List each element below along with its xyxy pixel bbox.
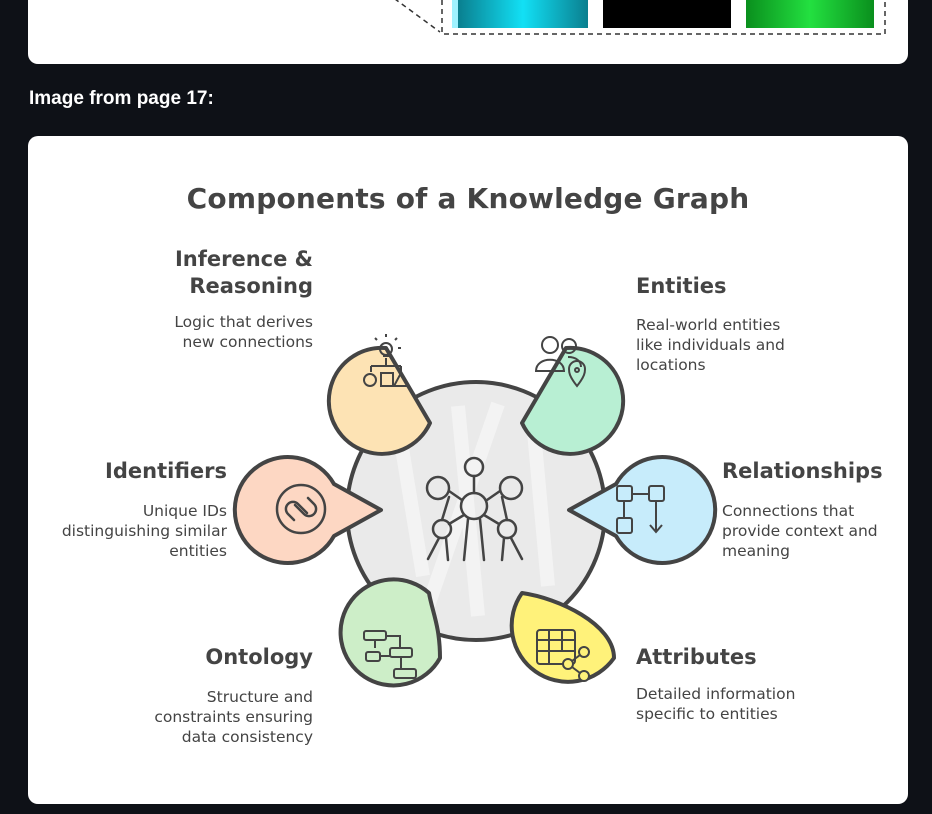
petal-inference bbox=[326, 334, 432, 456]
relationships-description: Connections that provide context and mea… bbox=[722, 502, 878, 560]
diagram-card: Components of a Knowledge Graph Inferenc… bbox=[28, 136, 908, 804]
attributes-title: Attributes bbox=[636, 645, 757, 669]
inference-description: Logic that derives new connections bbox=[174, 313, 313, 351]
previous-image-card bbox=[28, 0, 908, 64]
cyan-swatch bbox=[458, 0, 588, 28]
diagram-title: Components of a Knowledge Graph bbox=[186, 182, 750, 215]
petal-attributes bbox=[509, 591, 616, 684]
diagram-graphic bbox=[232, 334, 718, 688]
petal-identifiers bbox=[232, 455, 383, 565]
previous-image-fragment bbox=[395, 0, 886, 35]
petal-entities bbox=[520, 336, 626, 456]
relationships-title: Relationships bbox=[722, 459, 883, 483]
entities-title: Entities bbox=[636, 274, 727, 298]
black-swatch bbox=[603, 0, 731, 28]
table-share-icon bbox=[536, 629, 590, 682]
petal-relationships bbox=[567, 455, 718, 565]
petal-ontology bbox=[338, 577, 442, 688]
lightbulb-shapes-icon bbox=[363, 334, 410, 387]
id-link-icon bbox=[275, 483, 327, 535]
green-swatch bbox=[746, 0, 874, 28]
identifiers-title: Identifiers bbox=[105, 459, 227, 483]
ontology-description: Structure and constraints ensuring data … bbox=[154, 688, 313, 746]
identifiers-description: Unique IDs distinguishing similar entiti… bbox=[61, 502, 227, 560]
entities-description: Real-world entities like individuals and… bbox=[636, 316, 785, 374]
atomium-network-icon bbox=[425, 456, 524, 562]
cyan-edge bbox=[452, 0, 458, 28]
people-location-icon bbox=[534, 336, 587, 388]
image-caption: Image from page 17: bbox=[29, 88, 214, 109]
flow-arrows-icon bbox=[616, 485, 665, 534]
attributes-description: Detailed information specific to entitie… bbox=[636, 685, 796, 723]
ontology-title: Ontology bbox=[205, 645, 313, 669]
inference-title: Inference & Reasoning bbox=[174, 247, 313, 298]
hierarchy-blocks-icon bbox=[363, 630, 417, 679]
